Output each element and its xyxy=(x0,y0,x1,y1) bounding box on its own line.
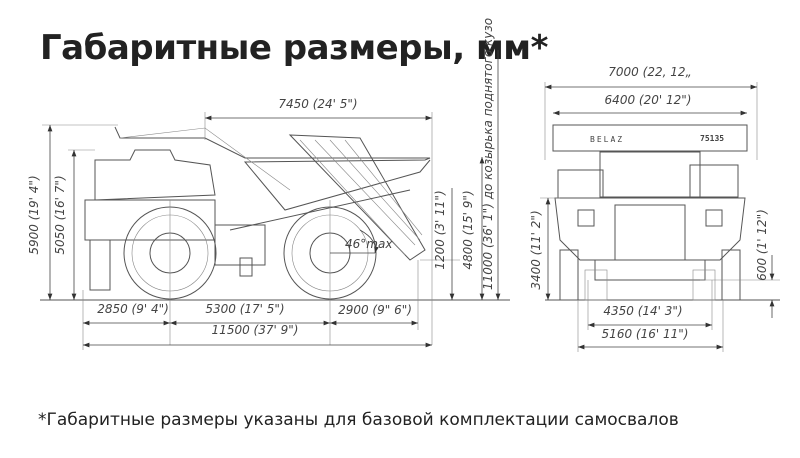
dim-height-total: 5900 (19' 4") xyxy=(27,175,41,254)
dim-ground-clearance: 600 (1' 12") xyxy=(755,209,769,281)
dim-height-cab: 5050 (16' 7") xyxy=(53,175,67,254)
dim-wheelbase: 5300 (17' 5") xyxy=(205,302,284,316)
dim-track-front: 4350 (14' 3") xyxy=(603,304,682,318)
dim-rear-overhang: 2900 (9" 6") xyxy=(338,303,412,317)
dump-body-front xyxy=(552,124,748,152)
dim-body-length: 7450 (24' 5") xyxy=(278,97,357,111)
side-view-dimensions: 7450 (24' 5") 5900 (19' 4") 5050 (16' 7"… xyxy=(27,18,501,350)
footnote: *Габаритные размеры указаны для базовой … xyxy=(38,410,679,430)
front-view-dimensions: 7000 (22, 12„ 6400 (20' 12") 3400 (11' 2… xyxy=(529,65,780,352)
dim-loading-height: 4800 (15' 9") xyxy=(461,190,475,269)
page-title: Габаритные размеры, мм* xyxy=(40,28,548,68)
dim-track-outer: 5160 (16' 11") xyxy=(602,327,689,341)
brand-logo: BELAZ xyxy=(590,135,624,144)
raised-dump-body xyxy=(288,134,426,261)
dim-rear-clearance: 1200 (3' 11") xyxy=(433,190,447,269)
dim-length-total: 11500 (37' 9") xyxy=(212,323,299,337)
model-badge: 75135 xyxy=(700,134,724,143)
dim-dump-angle: 46°max xyxy=(345,237,393,251)
dim-raised-height: 11000 (36' 1") до козырька поднятого куз… xyxy=(481,18,495,290)
dim-width-total: 7000 (22, 12„ xyxy=(608,65,691,79)
cab xyxy=(94,149,216,201)
dim-width-body: 6400 (20' 12") xyxy=(605,93,692,107)
dim-platform-height: 3400 (11' 2") xyxy=(529,210,543,289)
front-view-truck: BELAZ 75135 xyxy=(545,124,780,301)
dim-front-overhang: 2850 (9' 4") xyxy=(97,302,169,316)
dump-body xyxy=(114,126,431,211)
